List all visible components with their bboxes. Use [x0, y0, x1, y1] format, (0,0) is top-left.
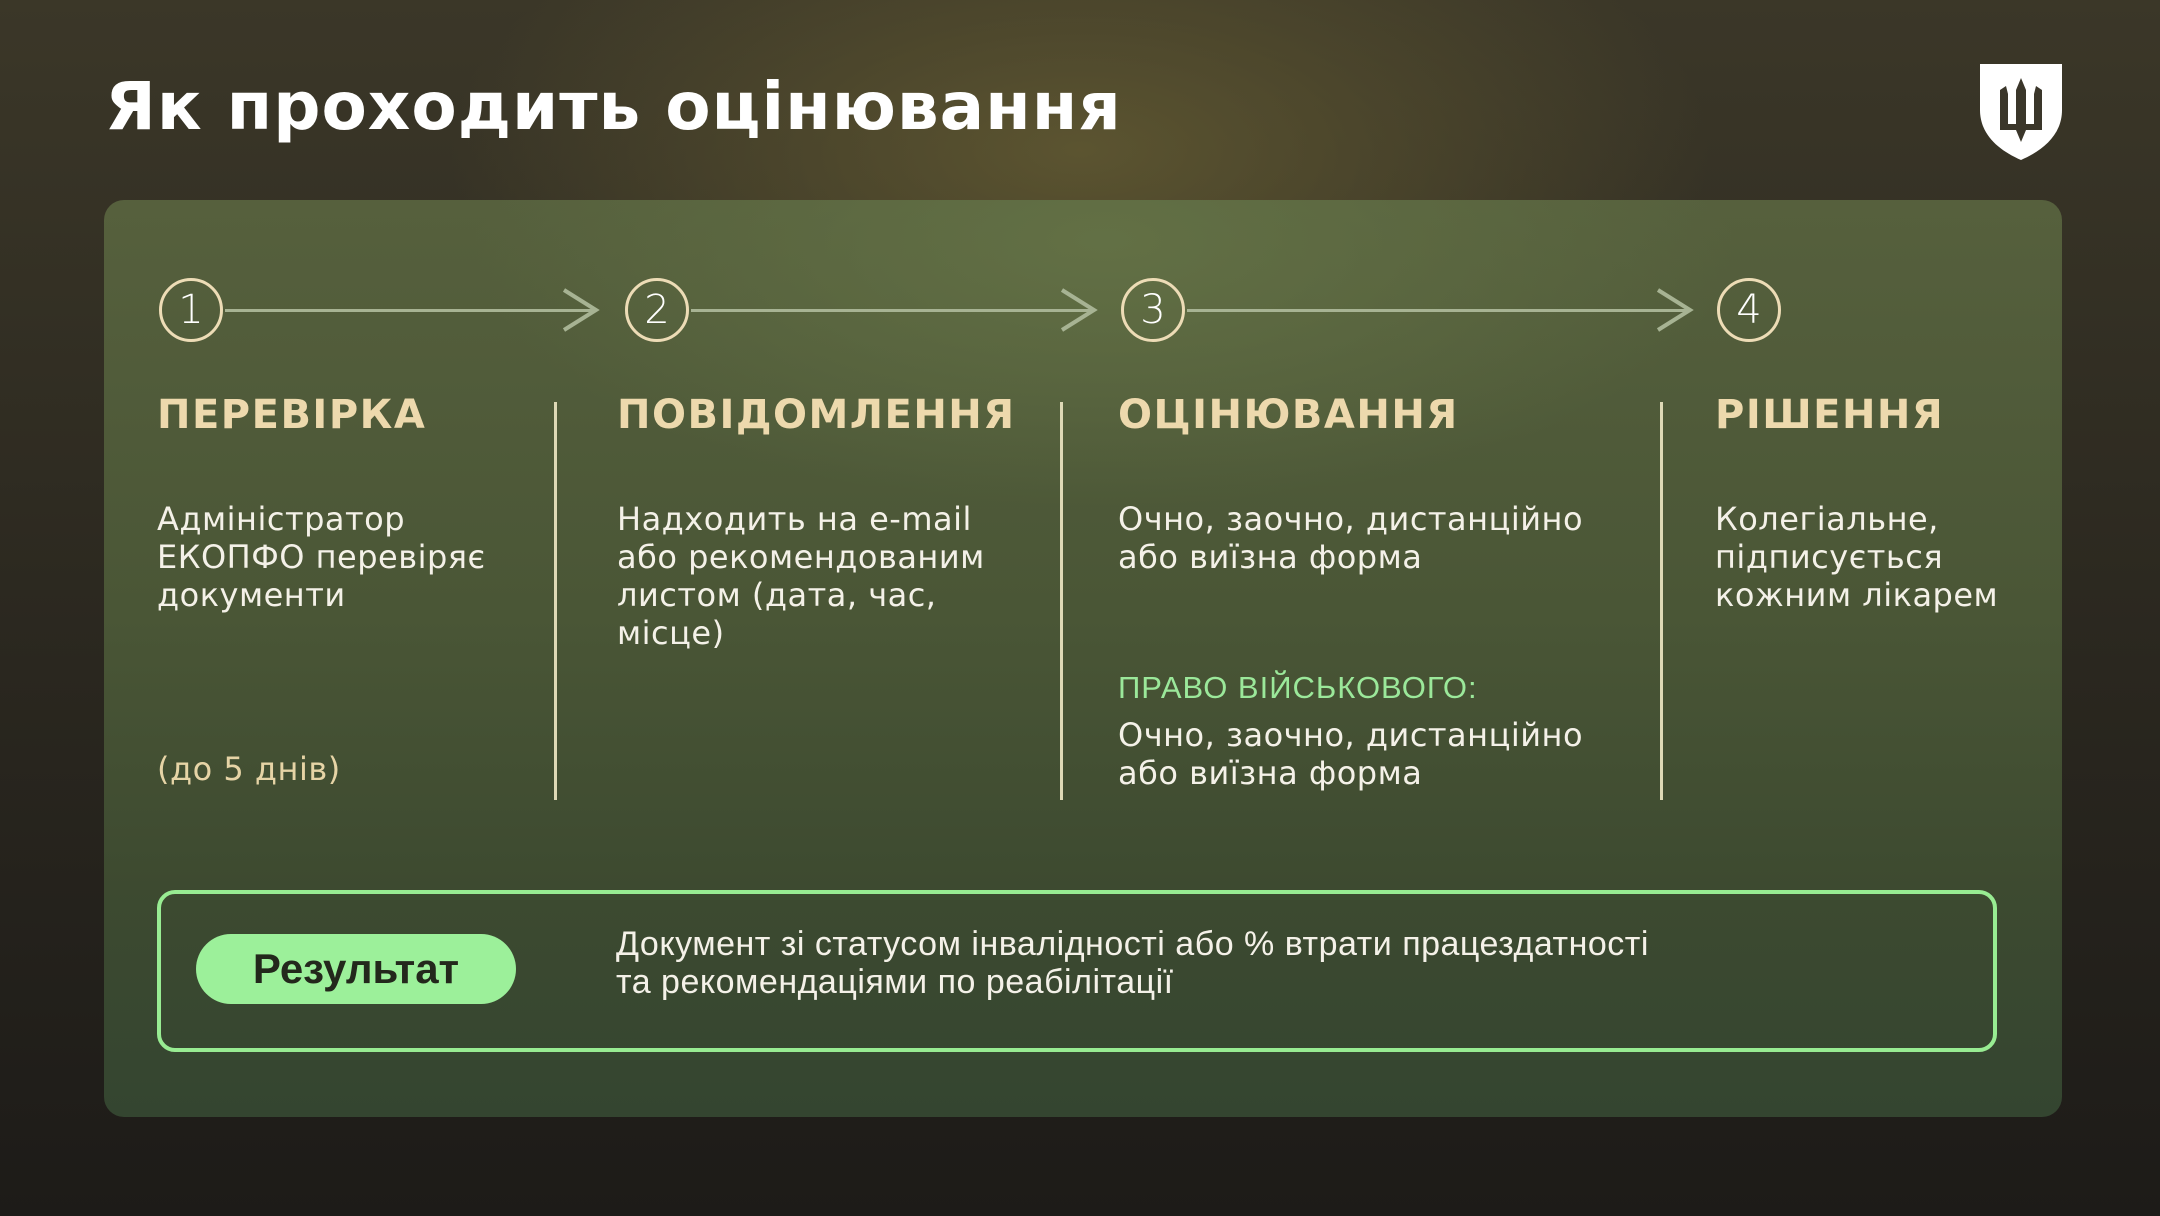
result-description: Документ зі статусом інвалідності або % …	[616, 925, 1649, 1001]
step-heading-check: ПЕРЕВІРКА	[157, 392, 427, 438]
step-heading-decision: РІШЕННЯ	[1715, 392, 1945, 438]
result-box	[157, 890, 1997, 1052]
arrow-right-icon	[562, 288, 600, 332]
column-divider	[1660, 402, 1663, 800]
description-line: або рекомендованим	[617, 538, 985, 576]
page-title: Як проходить оцінювання	[105, 68, 1122, 145]
step-number-2: 2	[625, 278, 689, 342]
step-duration-note: (до 5 днів)	[157, 750, 341, 788]
description-line: Адміністратор	[157, 500, 406, 538]
result-line: Документ зі статусом інвалідності або % …	[616, 925, 1649, 963]
step-number-4: 4	[1717, 278, 1781, 342]
step-description-notification: Надходить на e-mail або рекомендованим л…	[617, 500, 985, 652]
step-number-1: 1	[159, 278, 223, 342]
description-line: ЕКОПФО перевіряє	[157, 538, 486, 576]
description-line: Очно, заочно, дистанційно	[1118, 500, 1584, 538]
connector-1-2	[225, 309, 595, 312]
description-line: Колегіальне,	[1715, 500, 1939, 538]
arrow-right-icon	[1656, 288, 1694, 332]
trident-shield-icon	[1980, 64, 2062, 160]
result-line: та рекомендаціями по реабілітації	[616, 963, 1174, 1001]
description-line: місце)	[617, 614, 725, 652]
description-line: або виїзна форма	[1118, 538, 1423, 576]
step-heading-notification: ПОВІДОМЛЕННЯ	[617, 392, 1016, 438]
arrow-right-icon	[1060, 288, 1098, 332]
step-description-decision: Колегіальне, підписується кожним лікарем	[1715, 500, 1998, 614]
description-line: підписується	[1715, 538, 1944, 576]
step-heading-assessment: ОЦІНЮВАННЯ	[1118, 392, 1459, 438]
military-right-label: ПРАВО ВІЙСЬКОВОГО:	[1118, 670, 1478, 705]
description-line: Очно, заочно, дистанційно	[1118, 716, 1584, 754]
description-line: або виїзна форма	[1118, 754, 1423, 792]
connector-3-4	[1187, 309, 1687, 312]
military-right-description: Очно, заочно, дистанційно або виїзна фор…	[1118, 716, 1583, 792]
step-description-check: Адміністратор ЕКОПФО перевіряє документи	[157, 500, 486, 614]
step-number-3: 3	[1121, 278, 1185, 342]
description-line: Надходить на e-mail	[617, 500, 972, 538]
result-badge: Результат	[196, 934, 516, 1004]
column-divider	[554, 402, 557, 800]
description-line: кожним лікарем	[1715, 576, 1999, 614]
description-line: документи	[157, 576, 346, 614]
step-description-assessment: Очно, заочно, дистанційно або виїзна фор…	[1118, 500, 1583, 576]
description-line: листом (дата, час,	[617, 576, 937, 614]
connector-2-3	[691, 309, 1091, 312]
column-divider	[1060, 402, 1063, 800]
